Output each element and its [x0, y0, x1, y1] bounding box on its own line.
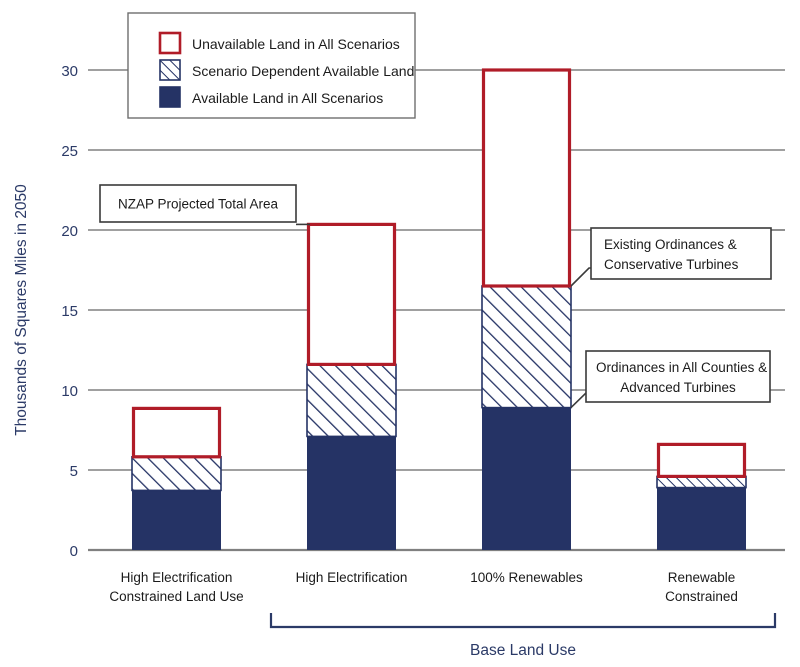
legend-swatch-available-icon — [159, 86, 181, 108]
bar-1-scenario-dependent-land[interactable] — [131, 455, 222, 492]
bar-3-unavailable-land[interactable] — [481, 68, 572, 288]
x-axis-category-labels: High Electrification Constrained Land Us… — [109, 570, 738, 604]
callout-ordinances-line2: Advanced Turbines — [620, 380, 736, 395]
callout-existing-ordinances: Existing Ordinances & Conservative Turbi… — [570, 227, 785, 287]
group-bracket-label: Base Land Use — [470, 642, 576, 659]
legend-swatch-unavailable-icon — [158, 31, 182, 55]
callout-nzap-box — [99, 184, 297, 223]
bar-group-high-electrification[interactable] — [306, 222, 397, 550]
category-label-4-line2: Constrained — [665, 589, 738, 604]
callout-nzap-label: NZAP Projected Total Area — [118, 197, 279, 212]
callout-ordinances-all-counties: Ordinances in All Counties & Advanced Tu… — [570, 350, 771, 409]
callout-existing-ordinances-line2: Conservative Turbines — [604, 257, 739, 272]
category-label-2-line1: High Electrification — [296, 570, 408, 585]
bar-group-100-renewables[interactable] — [481, 68, 572, 550]
legend: Unavailable Land in All Scenarios Scenar… — [127, 12, 416, 119]
group-bracket-base-land-use: Base Land Use — [269, 613, 777, 659]
category-label-1-line2: Constrained Land Use — [109, 589, 243, 604]
legend-label-scenario-dependent: Scenario Dependent Available Land — [192, 63, 414, 79]
bar-group-renewable-constrained[interactable] — [656, 442, 747, 550]
bar-2-scenario-dependent-land[interactable] — [306, 363, 397, 438]
bar-group-high-electrification-constrained[interactable] — [131, 406, 222, 550]
callout-ordinances-line1: Ordinances in All Counties & — [596, 360, 767, 375]
legend-swatch-scenario-dependent-icon — [159, 59, 181, 81]
bar-3-available-land[interactable] — [482, 407, 571, 550]
bar-2-available-land[interactable] — [307, 436, 396, 550]
y-tick-15: 15 — [61, 303, 78, 320]
y-tick-30: 30 — [61, 63, 78, 80]
callout-nzap-projected-total-area: NZAP Projected Total Area — [99, 184, 310, 226]
category-label-3-line1: 100% Renewables — [470, 570, 583, 585]
category-label-1-line1: High Electrification — [121, 570, 233, 585]
y-tick-10: 10 — [61, 383, 78, 400]
bar-4-available-land[interactable] — [657, 487, 746, 550]
legend-label-unavailable: Unavailable Land in All Scenarios — [192, 36, 400, 52]
y-tick-0: 0 — [70, 543, 78, 560]
callout-ordinances-box — [585, 350, 771, 403]
category-label-4-line1: Renewable — [668, 570, 736, 585]
legend-label-available: Available Land in All Scenarios — [192, 90, 383, 106]
y-axis-ticks: 30 25 20 15 10 5 0 — [61, 63, 78, 560]
y-tick-5: 5 — [70, 463, 78, 480]
y-tick-25: 25 — [61, 143, 78, 160]
bar-2-unavailable-land[interactable] — [306, 222, 397, 366]
bar-4-unavailable-land[interactable] — [656, 442, 747, 478]
bar-1-available-land[interactable] — [132, 490, 221, 550]
y-tick-20: 20 — [61, 223, 78, 240]
callout-existing-ordinances-box — [590, 227, 772, 280]
callout-existing-ordinances-line1: Existing Ordinances & — [604, 237, 737, 252]
bar-1-unavailable-land[interactable] — [131, 406, 222, 459]
bar-3-scenario-dependent-land[interactable] — [481, 285, 572, 409]
group-bracket-line — [269, 613, 777, 629]
y-axis-title: Thousands of Squares Miles in 2050 — [13, 184, 30, 436]
bar-4-scenario-dependent-land[interactable] — [656, 475, 747, 489]
